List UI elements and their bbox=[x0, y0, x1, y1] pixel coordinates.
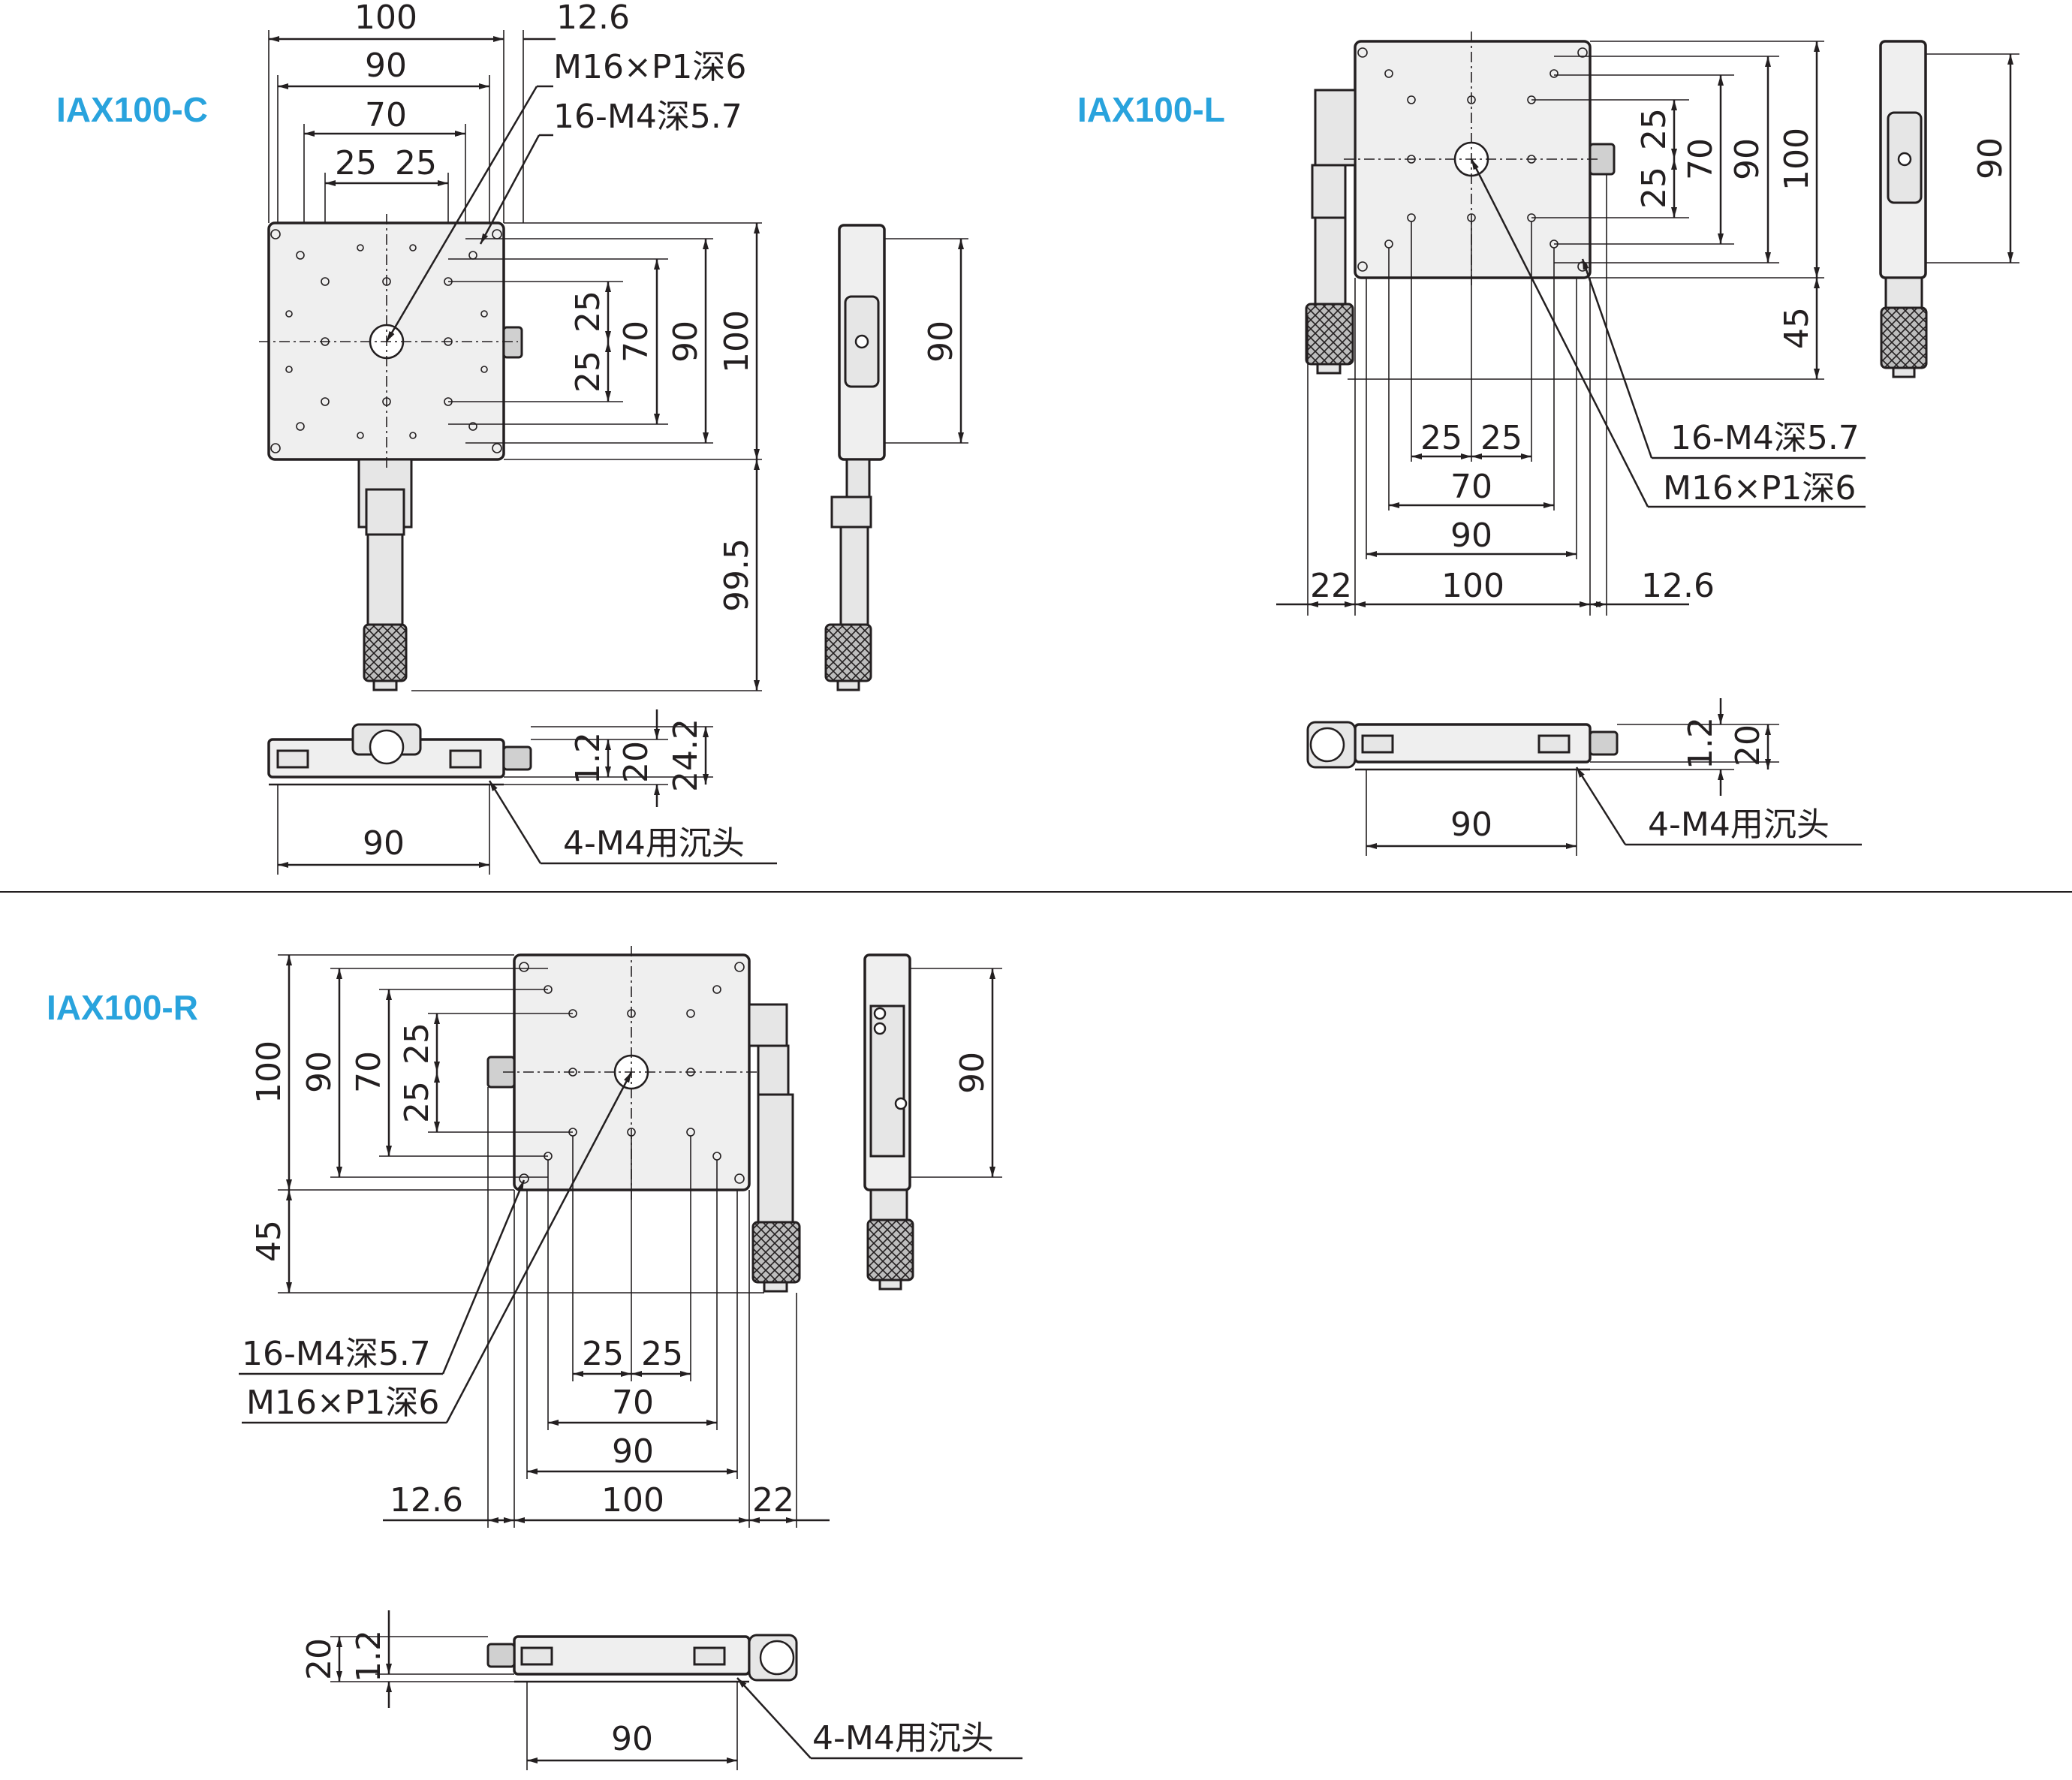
r-side-view bbox=[863, 953, 914, 1291]
dimension-label: 90 bbox=[953, 1052, 992, 1094]
dimension-label: 25 bbox=[569, 291, 607, 333]
dimension-label: 4-M4用沉头 bbox=[812, 1719, 994, 1757]
view-iax100-l: IAX100-L bbox=[1077, 32, 2019, 856]
dimension-label: 90 bbox=[612, 1432, 654, 1471]
dimension-label: 90 bbox=[611, 1720, 653, 1758]
title-iax100-c: IAX100-C bbox=[56, 90, 208, 129]
l-dims-right: 25 25 70 90 100 45 bbox=[1348, 41, 1824, 380]
dimension-label: M16×P1深6 bbox=[246, 1384, 439, 1422]
dimension-label: 90 bbox=[365, 47, 407, 85]
dimension-label: 25 bbox=[569, 351, 607, 393]
c-side-view bbox=[824, 224, 886, 691]
title-iax100-r: IAX100-R bbox=[47, 988, 198, 1027]
dimension-label: 25 bbox=[335, 144, 377, 182]
dimension-label: 25 bbox=[1480, 419, 1522, 457]
l-dims-bottom: 25 25 70 90 22 100 12.6 bbox=[1276, 174, 1715, 616]
dimension-label: 12.6 bbox=[390, 1481, 463, 1519]
dimension-label: 70 bbox=[612, 1384, 654, 1422]
c-notes: M16×P1深6 16-M4深5.7 bbox=[385, 48, 746, 342]
dimension-label: 100 bbox=[354, 0, 417, 37]
l-front-view bbox=[1306, 721, 1619, 771]
r-dims-front: 20 1.2 90 4-M4用沉头 bbox=[300, 1610, 1022, 1770]
dimension-label: 25 bbox=[398, 1081, 436, 1123]
dimension-label: 1.2 bbox=[569, 732, 607, 785]
dimension-label: 25 bbox=[1635, 108, 1673, 150]
l-dims-front: 1.2 20 90 4-M4用沉头 bbox=[1366, 698, 1862, 856]
dimension-label: 70 bbox=[617, 321, 655, 363]
dimension-label: 16-M4深5.7 bbox=[1670, 419, 1860, 457]
dimension-label: 90 bbox=[1450, 806, 1492, 844]
r-dims-side: 90 bbox=[910, 968, 1002, 1178]
dimension-label: 4-M4用沉头 bbox=[1648, 806, 1830, 844]
l-top-view bbox=[1305, 32, 1616, 375]
dimension-label: 100 bbox=[1441, 567, 1504, 605]
l-notes: 16-M4深5.7 M16×P1深6 bbox=[1470, 158, 1866, 508]
l-side-view bbox=[1879, 40, 1928, 378]
dimension-label: 90 bbox=[667, 321, 705, 363]
dimension-label: 20 bbox=[1729, 724, 1767, 767]
dimension-label: 70 bbox=[365, 96, 407, 134]
view-iax100-r: IAX100-R bbox=[47, 946, 1022, 1770]
dimension-label: 45 bbox=[1778, 307, 1816, 349]
dimension-label: 22 bbox=[752, 1481, 794, 1519]
dimension-label: 16-M4深5.7 bbox=[242, 1335, 431, 1373]
dimension-label: 4-M4用沉头 bbox=[563, 824, 745, 863]
dimension-label: 25 bbox=[582, 1335, 624, 1373]
dimension-label: 20 bbox=[617, 741, 655, 783]
dimension-label: 99.5 bbox=[718, 538, 756, 612]
c-dims-top: 100 90 70 25 25 12.6 bbox=[268, 0, 630, 223]
dimension-label: 25 bbox=[398, 1023, 436, 1065]
dimension-label: 24.2 bbox=[667, 718, 705, 792]
dimension-label: 90 bbox=[363, 824, 405, 863]
dimension-label: 70 bbox=[1682, 138, 1720, 180]
dimension-label: 45 bbox=[250, 1220, 288, 1262]
dimension-label: M16×P1深6 bbox=[553, 48, 746, 86]
dimension-label: 25 bbox=[395, 144, 437, 182]
view-iax100-c: IAX100-C bbox=[56, 0, 968, 875]
dimension-label: 90 bbox=[922, 321, 960, 363]
dimension-label: 16-M4深5.7 bbox=[553, 98, 742, 136]
r-notes: 16-M4深5.7 M16×P1深6 bbox=[239, 1071, 633, 1424]
dimension-label: 100 bbox=[250, 1041, 288, 1104]
dimension-label: 1.2 bbox=[1682, 717, 1720, 770]
dimension-label: 90 bbox=[1728, 138, 1766, 180]
c-m4-holes bbox=[285, 244, 488, 439]
dimension-label: 100 bbox=[1778, 128, 1816, 191]
c-dims-front: 1.2 20 24.2 90 4-M4用沉头 bbox=[277, 709, 777, 875]
dimension-label: 25 bbox=[641, 1335, 683, 1373]
dimension-label: 1.2 bbox=[350, 1630, 388, 1682]
dimension-label: 12.6 bbox=[556, 0, 630, 37]
l-dims-side: 90 bbox=[1926, 53, 2019, 264]
c-dims-right: 25 25 70 90 100 99.5 bbox=[411, 222, 762, 691]
dimension-label: 20 bbox=[300, 1638, 339, 1680]
c-top-view bbox=[259, 214, 523, 691]
dimension-label: M16×P1深6 bbox=[1663, 469, 1856, 507]
c-dims-side: 90 bbox=[884, 238, 968, 444]
c-front-view bbox=[267, 723, 532, 786]
dimension-label: 12.6 bbox=[1641, 567, 1715, 605]
dimension-label: 100 bbox=[718, 310, 756, 373]
r-top-view bbox=[486, 946, 801, 1293]
dimension-label: 70 bbox=[350, 1051, 388, 1093]
title-iax100-l: IAX100-L bbox=[1077, 90, 1225, 129]
dimension-label: 70 bbox=[1450, 468, 1492, 506]
r-front-view bbox=[486, 1634, 798, 1683]
dimension-label: 22 bbox=[1310, 567, 1352, 605]
dimension-label: 90 bbox=[1450, 517, 1492, 555]
dimension-label: 25 bbox=[1635, 167, 1673, 209]
dimension-label: 25 bbox=[1420, 419, 1462, 457]
r-dims-left: 100 90 70 25 25 45 bbox=[250, 954, 764, 1294]
dimension-label: 90 bbox=[300, 1051, 339, 1093]
r-dims-bottom: 25 25 70 90 12.6 100 22 bbox=[383, 1087, 830, 1528]
dimension-label: 90 bbox=[1971, 137, 2010, 179]
dimension-label: 100 bbox=[601, 1481, 664, 1519]
